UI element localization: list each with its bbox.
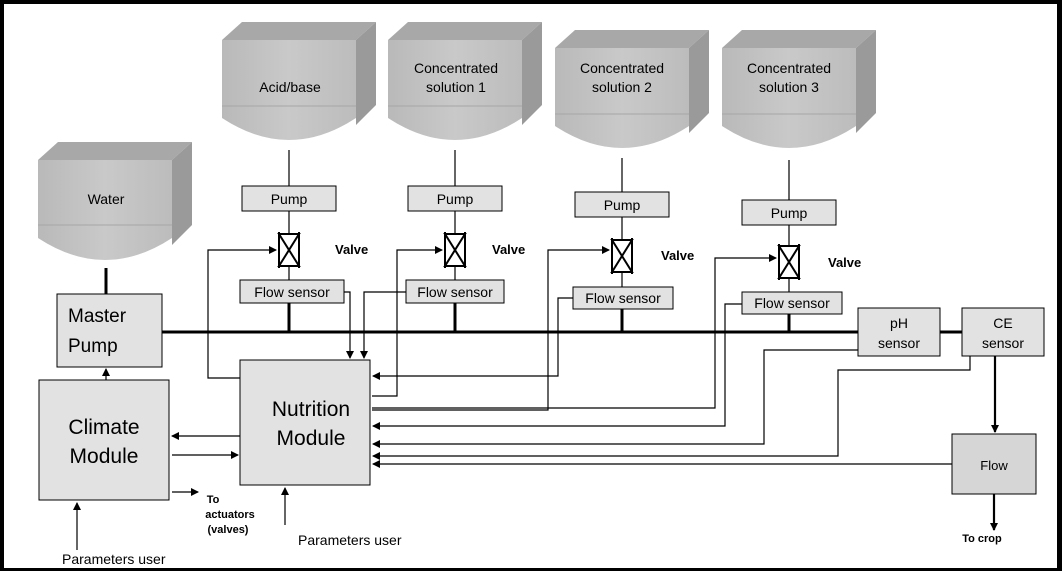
pump-sol1: Pump <box>407 185 503 212</box>
tank-acid-base-label: Acid/base <box>259 79 321 95</box>
tank-solution-1-label-line1: Concentrated <box>414 60 498 76</box>
valve-sol2 <box>610 238 634 274</box>
tank-solution-3-label-line1: Concentrated <box>747 60 831 76</box>
ph-sensor-label-line1: pH <box>890 315 908 331</box>
flow-sensor-sol1: Flow sensor <box>405 279 505 304</box>
ce-sensor-label-line2: sensor <box>982 335 1024 351</box>
ph-sensor-label-line2: sensor <box>878 335 920 351</box>
pump-sol3-label: Pump <box>771 205 808 221</box>
flow-sensor-acid: Flow sensor <box>239 279 345 304</box>
ce-sensor-label-line1: CE <box>993 315 1012 331</box>
valve-sol3-label: Valve <box>828 255 861 270</box>
to-actuators-line1: To <box>207 494 220 506</box>
flow-box: Flow <box>951 433 1037 495</box>
nutrition-module-label-line1: Nutrition <box>272 398 350 421</box>
tank-solution-2: Concentrated solution 2 <box>555 30 709 148</box>
tank-solution-1-label-line2: solution 1 <box>426 79 486 95</box>
valve-sol3 <box>777 244 801 280</box>
to-actuators-line2: actuators <box>205 509 255 521</box>
flow-sensor-sol2: Flow sensor <box>572 286 674 310</box>
nutrition-module: Nutrition Module <box>239 359 371 486</box>
tank-solution-3: Concentrated solution 3 <box>722 30 876 148</box>
master-pump-label-line1: Master <box>68 306 127 327</box>
nutrition-module-label-line2: Module <box>277 427 346 450</box>
tank-water: Water <box>38 142 192 260</box>
master-pump: Master Pump <box>56 293 163 368</box>
valve-sol1-label: Valve <box>492 242 525 257</box>
pump-sol3: Pump <box>741 199 837 226</box>
pump-acid-label: Pump <box>271 191 308 207</box>
tank-solution-3-label-line2: solution 3 <box>759 79 819 95</box>
flow-sensor-sol1-label: Flow sensor <box>417 284 493 300</box>
climate-module-label-line1: Climate <box>68 416 139 439</box>
valve-sol1 <box>443 232 467 268</box>
tank-water-label: Water <box>88 191 125 207</box>
flow-sensor-sol3: Flow sensor <box>741 291 843 315</box>
parameters-user-nutrition: Parameters user <box>298 532 402 548</box>
climate-module: Climate Module <box>38 379 170 501</box>
flow-sensor-sol3-label: Flow sensor <box>754 295 830 311</box>
ce-sensor: CE sensor <box>961 307 1045 357</box>
to-crop-label: To crop <box>962 533 1002 545</box>
tank-solution-2-label-line2: solution 2 <box>592 79 652 95</box>
to-actuators-line3: (valves) <box>208 524 249 536</box>
valve-acid-label: Valve <box>335 242 368 257</box>
flow-sensor-acid-label: Flow sensor <box>254 284 330 300</box>
ph-sensor: pH sensor <box>857 307 941 357</box>
flow-sensor-sol2-label: Flow sensor <box>585 290 661 306</box>
pump-acid: Pump <box>241 185 337 212</box>
tank-solution-1: Concentrated solution 1 <box>388 22 542 140</box>
pump-sol1-label: Pump <box>437 191 474 207</box>
parameters-user-climate: Parameters user <box>62 551 166 567</box>
climate-module-label-line2: Module <box>70 445 139 468</box>
pump-sol2: Pump <box>574 191 670 218</box>
valve-acid <box>277 232 301 268</box>
valve-sol2-label: Valve <box>661 248 694 263</box>
master-pump-label-line2: Pump <box>68 336 118 357</box>
tank-solution-2-label-line1: Concentrated <box>580 60 664 76</box>
pump-sol2-label: Pump <box>604 197 641 213</box>
tank-acid-base: Acid/base <box>222 22 376 140</box>
flow-box-label: Flow <box>980 458 1008 473</box>
